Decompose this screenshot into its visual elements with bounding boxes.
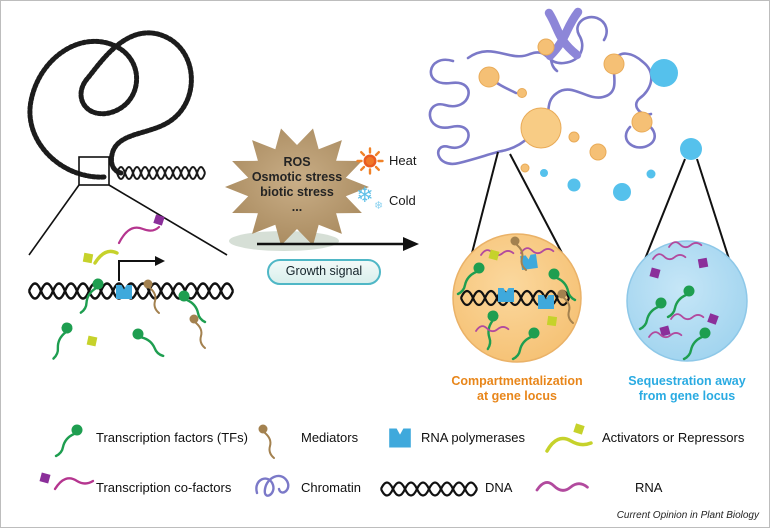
cold-label: Cold [389,193,416,208]
compartmentalization-label: Compartmentalization at gene locus [431,374,603,404]
cold-icon: ❄ [356,184,374,207]
condensate-orange-zoom [452,233,582,363]
orange-condensates [478,38,653,173]
co-factor-square [39,472,51,484]
co-factor-icon [53,477,95,491]
legend-icons [39,423,593,497]
blue-condensates [540,59,702,201]
activator-square [546,315,558,327]
compartmentalization-line2: at gene locus [477,389,557,403]
tf-icon [54,423,84,458]
legend-label-transcription-factors: Transcription factors (TFs) [96,430,248,445]
dna-strand [27,282,235,300]
zoom-cone-blue [644,158,730,260]
legend-label-rna: RNA [635,480,663,495]
stress-burst-text: ROS Osmotic stress biotic stress ... [234,155,360,215]
growth-signal-pill: Growth signal [267,259,381,285]
stress-burst [225,128,369,246]
dna-icon [380,481,478,497]
transcription-arrow [118,260,155,281]
stress-line-biotic: biotic stress [260,185,334,199]
legend-label-dna: DNA [485,480,513,495]
stress-line-ros: ROS [283,155,311,169]
rna-icon [535,481,589,492]
legend-label-mediators: Mediators [301,430,359,445]
growth-signal-text: Growth signal [285,264,363,278]
activator-square [86,335,98,347]
dna-strand [459,289,571,307]
zoom-cone-right-line [108,184,228,256]
zoom-cone-orange [471,151,563,254]
activator-square [573,423,585,435]
sequestration-line1: Sequestration away [628,374,746,388]
tf-icon [44,320,81,360]
co-factor-square [697,257,709,269]
co-factor-square [153,214,165,226]
sequestration-label: Sequestration away from gene locus [601,374,769,404]
mediator-icon [257,423,275,459]
sequestration-line2: from gene locus [638,389,736,403]
compartmentalization-line1: Compartmentalization [451,374,583,388]
legend-label-transcription-co-factors: Transcription co-factors [96,480,232,495]
tf-icon [130,323,165,362]
stress-line-ellipsis: ... [291,200,303,214]
activator-repressor-icon [545,436,593,453]
x-chromosome-icon [544,7,583,61]
rna-polymerase-icon [389,428,411,448]
activator-square [82,252,94,264]
journal-credit: Current Opinion in Plant Biology [616,510,759,521]
chromatin-icon [255,474,290,497]
legend-label-activators-repressors: Activators or Repressors [602,430,745,445]
zoomed-gene-locus [27,214,235,362]
cold-icon-small: ❄ [374,200,384,212]
legend-label-chromatin: Chromatin [301,480,361,495]
legend-label-rna-polymerases: RNA polymerases [421,430,526,445]
zoom-box [78,156,110,186]
heat-icon [356,147,384,175]
zoom-cone-left-line [28,184,80,256]
stress-arrow [257,237,419,251]
chromatin-loops-left [27,30,228,256]
heat-label: Heat [389,153,417,168]
condensate-blue-zoom [626,240,748,362]
stress-line-osmotic: Osmotic stress [251,170,343,184]
